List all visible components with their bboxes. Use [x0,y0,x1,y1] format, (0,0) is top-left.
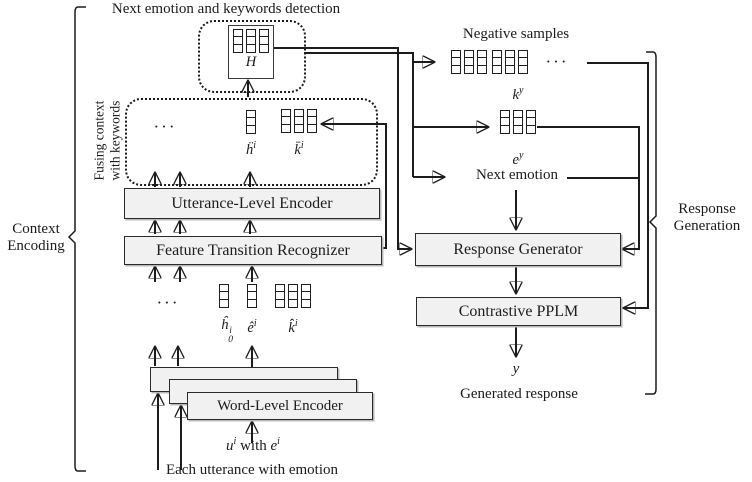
diagram-title: Next emotion and keywords detection [111,1,341,17]
generated-response-caption: Generated response [460,386,578,402]
kbar-label: k̄i [294,140,304,158]
kbar-matrix-icon [281,109,317,133]
fusing-context-label: Fusing context with keywords [91,100,123,181]
each-utterance-caption: Each utterance with emotion [165,462,339,478]
khat-matrix-icon [275,284,311,308]
H-label: H [245,53,257,70]
response-generator-box: Response Generator [415,233,621,266]
negative-samples-label: Negative samples [462,26,570,42]
y-output-label: y [512,361,520,377]
ehat-label: êi [247,318,257,336]
detection-module-box [198,20,306,93]
arrow-ky-to-response-generator [537,126,640,249]
negative-sample-matrix-icon-1 [451,50,487,74]
negative-sample-matrix-icon-2 [492,50,528,74]
ey-label: ey [512,150,524,168]
contrastive-pplm-box: Contrastive PPLM [416,297,621,326]
next-emotion-label: Next emotion [475,167,559,183]
fusing-ellipsis: ··· [153,117,177,136]
ky-matrix-icon [500,110,536,134]
word-level-encoder-box: Word-Level Encoder [187,392,373,420]
fusing-module-box [125,98,378,186]
H-matrix-icon [233,29,269,53]
utterance-level-encoder-box: Utterance-Level Encoder [124,188,380,219]
ehat-vector-icon [247,284,257,308]
feature-transition-recognizer-box: Feature Transition Recognizer [124,236,382,265]
negative-samples-ellipsis: ··· [545,52,569,71]
hddot-vector-icon [246,110,256,134]
response-generation-label: Response Generation [673,201,741,234]
response-generation-bracket [645,51,657,395]
vector-row-ellipsis: ··· [156,293,180,312]
context-encoding-label: Context Encoding [7,221,65,254]
utterance-input-label: ui with ei [226,436,280,454]
H-box: H [228,25,274,79]
ky-label: ky [512,85,524,103]
khat-label: k̂i [288,318,298,336]
hhat-vector-icon [219,284,229,308]
hddot-label: ḧi [245,140,257,158]
arrow-negative-samples-to-pplm [587,62,649,308]
